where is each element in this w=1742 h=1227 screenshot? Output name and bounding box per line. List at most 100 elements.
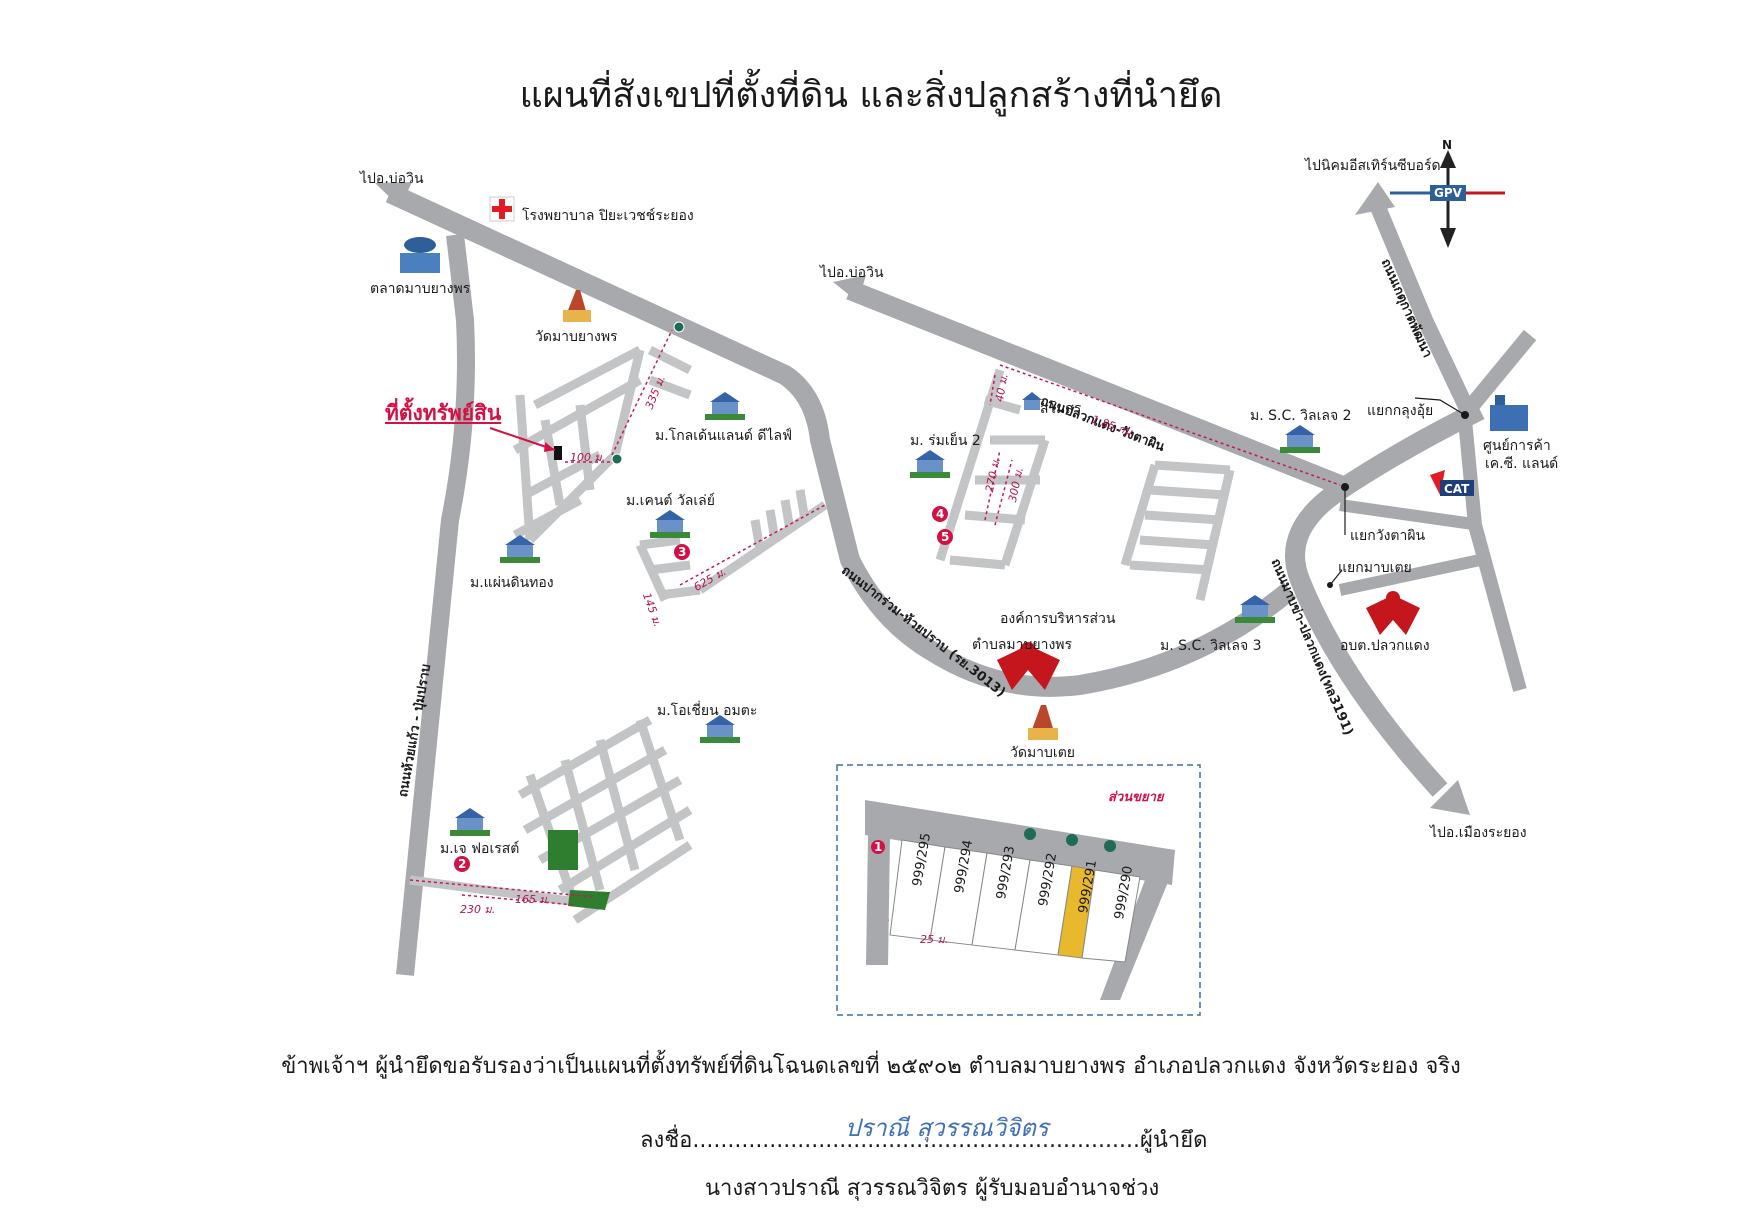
handwritten-signature: ปราณี สุวรรณวิจิตร	[845, 1114, 1049, 1142]
inset-roads	[865, 800, 1175, 1000]
signature-line: ลงชื่อ..................................…	[640, 1122, 1207, 1157]
arrow-nikhom	[1355, 182, 1395, 215]
road-pluakdaeng-wang-ta-phin	[846, 280, 1344, 495]
house-icon-sc2	[1280, 425, 1320, 453]
house-icon-phaen-din	[500, 535, 540, 563]
signature-prefix: ลงชื่อ	[640, 1128, 693, 1153]
label-junction-wang-ta-phin: แยกวังตาผิน	[1350, 528, 1426, 544]
compass-north-label: N	[1442, 138, 1453, 152]
main-roads	[385, 183, 1537, 976]
arrow-bo-win-mid	[833, 275, 866, 302]
temple-maptoei-icon	[1028, 705, 1058, 740]
label-kent-valley: ม.เคนต์ วัลเล่ย์	[626, 493, 715, 509]
pin-2	[611, 453, 623, 465]
house-icon-j-forest	[450, 808, 490, 836]
village-grid-rom-yen	[935, 368, 1050, 570]
label-to-mueang-rayong: ไปอ.เมืองระยอง	[1430, 825, 1527, 841]
label-to-nikhom: ไปนิคมอีสเทิร์นซีบอร์ด	[1305, 158, 1441, 174]
marker-3: 3	[678, 545, 687, 559]
label-commerce-center-1: ศูนย์การค้า	[1483, 438, 1551, 454]
village-grid-kent	[635, 489, 828, 602]
road-east-link	[1338, 554, 1482, 596]
label-tao-line1: องค์การบริหารส่วน	[1000, 611, 1116, 627]
inset-pin-icons	[1024, 828, 1116, 852]
numbered-markers	[454, 506, 953, 872]
pin-1	[673, 321, 685, 333]
park-area	[548, 830, 578, 870]
house-icon-samosorn	[1022, 392, 1042, 410]
temple-icon	[563, 290, 591, 322]
arrow-bo-win-west	[375, 182, 412, 207]
road-huai-kaeo	[396, 233, 475, 976]
park-strip	[568, 890, 610, 910]
label-samosorn: สโมสร	[1040, 401, 1082, 417]
hospital-icon	[489, 196, 515, 222]
road-north-east	[1453, 329, 1537, 426]
marker-4: 4	[936, 507, 945, 521]
compass-icon	[1390, 150, 1505, 248]
distance-230m: 230 ม.	[460, 903, 496, 916]
target-arrow	[489, 427, 556, 451]
inset-title: ส่วนขยาย	[1108, 790, 1164, 805]
label-temple-mabyangphon: วัดมาบยางพร	[535, 329, 618, 345]
house-icon-sc3	[1235, 595, 1275, 623]
signature-dots-right: ................................	[916, 1128, 1140, 1153]
junction-leader-lines	[1329, 397, 1466, 586]
label-golden-land: ม.โกลเด้นแลนด์ ดีไลฟ์	[655, 428, 793, 444]
distance-100m: 100 ม.	[570, 451, 606, 464]
distance-25m: 25 ม.	[920, 933, 949, 946]
signature-dots-left: ................................	[692, 1128, 917, 1153]
certification-text: ข้าพเจ้าฯ ผู้นำยึดขอรับรองว่าเป็นแผนที่ต…	[281, 1054, 1461, 1079]
label-tao-pluakdaeng: อบต.ปลวกแดง	[1340, 638, 1430, 654]
road-east-link-2	[1339, 499, 1481, 531]
label-sc-village-2: ม. S.C. วิลเลจ 2	[1250, 408, 1352, 424]
label-cat: CAT	[1444, 482, 1470, 496]
road-arrows	[375, 182, 1470, 815]
distance-165m: 165 ม.	[515, 893, 551, 906]
marker-1: 1	[874, 840, 883, 854]
label-sc-village-3: ม. S.C. วิลเลจ 3	[1160, 638, 1262, 654]
house-icon-kent	[650, 510, 690, 538]
road-right-ring	[1285, 401, 1485, 797]
arrow-mueang-rayong	[1430, 780, 1470, 815]
label-tao-line2: ตำบลมาบยางพร	[972, 637, 1073, 653]
label-target-location: ที่ตั้งทรัพย์สิน	[385, 401, 502, 425]
market-icon	[400, 237, 440, 273]
road-to-nikhom	[1367, 196, 1478, 419]
label-ocean-amata: ม.โอเชี่ยน อมตะ	[657, 703, 758, 719]
village-grid-golden	[512, 345, 693, 544]
garuda-icon-tao	[997, 642, 1060, 690]
marker-2: 2	[458, 857, 467, 871]
page-title: แผนที่สังเขปที่ตั้งที่ดิน และสิ่งปลูกสร้…	[519, 75, 1223, 116]
label-junction-kung-ui: แยกกลุงอุ้ย	[1367, 403, 1434, 419]
label-j-forest: ม.เจ ฟอเรสต์	[440, 841, 520, 857]
village-grid-sc	[1120, 460, 1235, 602]
house-icon-rom-yen	[910, 450, 950, 478]
label-junction-map-toei: แยกมาบเตย	[1338, 560, 1412, 576]
pin-markers	[611, 321, 685, 465]
garuda-icon-pluakdaeng	[1366, 591, 1420, 635]
target-arrow-head	[544, 442, 555, 452]
cat-logo-icon	[1430, 470, 1474, 496]
label-to-bo-win-west: ไปอ.บ่อวิน	[360, 171, 424, 187]
inset-frame	[836, 764, 1201, 1016]
inset-plots	[889, 839, 1141, 963]
marker-5: 5	[941, 530, 950, 544]
road-bo-win-west	[385, 183, 1297, 697]
label-market: ตลาดมาบยางพร	[370, 281, 471, 297]
signer-name: นางสาวปราณี สุวรรณวิจิตร ผู้รับมอบอำนาจช…	[705, 1176, 1160, 1201]
signature-role: ผู้นำยึด	[1139, 1128, 1208, 1153]
label-temple-maptoei: วัดมาบเตย	[1010, 745, 1076, 761]
label-commerce-center-2: เค.ซี. แลนด์	[1485, 456, 1559, 472]
commerce-center-icon	[1490, 395, 1528, 431]
label-phaen-din-thong: ม.แผ่นดินทอง	[470, 575, 554, 591]
compass-logo-label: GPV	[1434, 186, 1462, 200]
label-to-bo-win-mid: ไปอ.บ่อวิน	[820, 265, 884, 281]
inset-marker-1	[871, 840, 885, 854]
label-rom-yen-2: ม. ร่มเย็น 2	[910, 433, 981, 449]
label-hospital: โรงพยาบาล ปิยะเวชช์ระยอง	[522, 208, 694, 224]
house-icon-golden	[705, 392, 745, 420]
target-parcel-marker	[554, 446, 562, 460]
house-icon-ocean	[700, 715, 740, 743]
